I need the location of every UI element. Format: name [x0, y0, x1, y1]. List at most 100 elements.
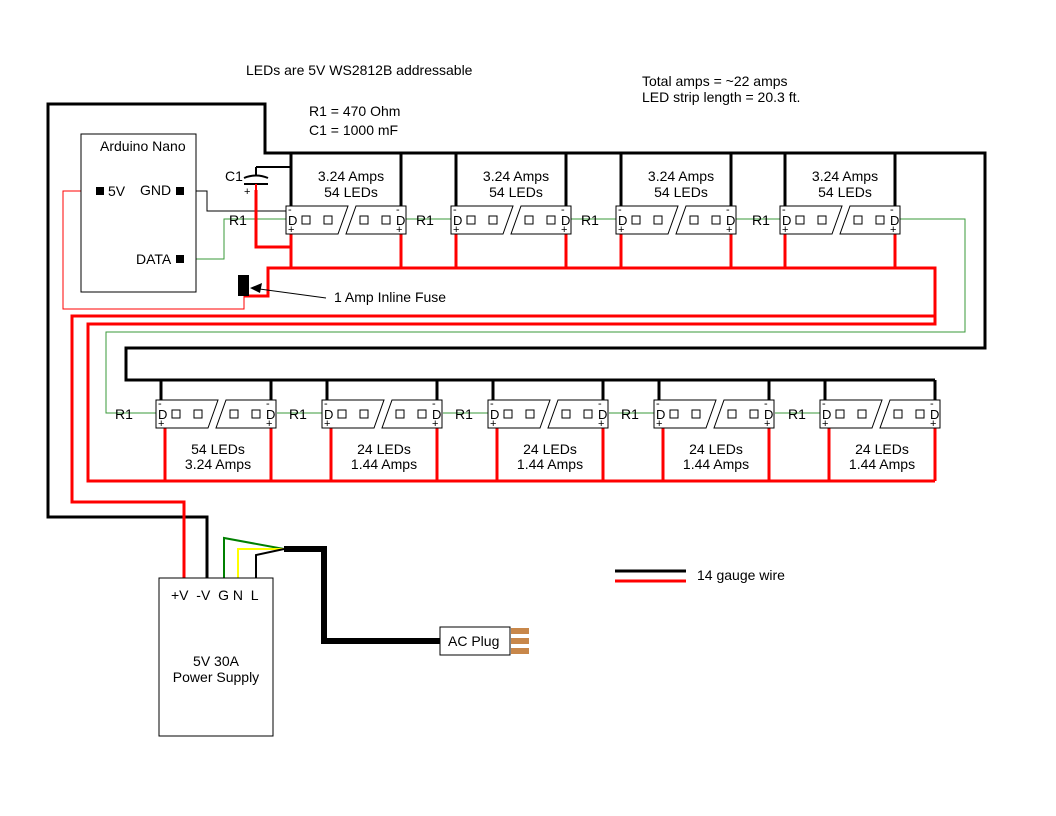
pin-data-label: D [890, 213, 899, 228]
pin-plus-label: + [726, 224, 732, 236]
led-chip [795, 215, 805, 225]
led-strip: -D+-D+ [450, 204, 572, 236]
psu-name: Power Supply [173, 669, 259, 685]
led-chip [466, 215, 476, 225]
pin-minus-label: - [396, 204, 400, 216]
plug-prong [511, 648, 529, 654]
strip-left-half [487, 399, 551, 429]
pin-data-label: D [822, 407, 831, 422]
segment-leds: 54 LEDs [818, 184, 872, 200]
led-chip [561, 409, 571, 419]
segment-leds: 24 LEDs [523, 441, 577, 457]
segment-leds: 54 LEDs [324, 184, 378, 200]
segment-amps: 1.44 Amps [517, 456, 583, 472]
pin-plus-label: + [288, 224, 294, 236]
capacitor-plus: + [244, 186, 250, 198]
pin-plus-label: + [890, 224, 896, 236]
pin-minus-label: - [490, 398, 494, 410]
pin-plus-label: + [266, 418, 272, 430]
power-supply: +V -V G N L 5V 30A Power Supply [158, 577, 274, 737]
led-chip [631, 215, 641, 225]
led-chip [853, 215, 863, 225]
led-chip [337, 409, 347, 419]
pin-minus-label: - [764, 398, 768, 410]
segment-leds: 24 LEDs [357, 441, 411, 457]
capacitor-label: C1 [225, 168, 243, 184]
strip-left-half [450, 205, 514, 235]
strip-left-half [285, 205, 349, 235]
led-chip [488, 215, 498, 225]
strip-right-half [675, 205, 737, 235]
pin-data-label: D [561, 213, 570, 228]
pin-data-label: D [764, 407, 773, 422]
pin-minus-label: - [890, 204, 894, 216]
led-chip [503, 409, 513, 419]
segment-amps: 3.24 Amps [483, 168, 549, 184]
pin-data-label: D [396, 213, 405, 228]
led-chip [915, 409, 925, 419]
led-chip [251, 409, 261, 419]
pin-plus-label: + [598, 418, 604, 430]
led-chip [893, 409, 903, 419]
led-chip [359, 409, 369, 419]
pin-plus-label: + [618, 224, 624, 236]
pin-data-label: D [656, 407, 665, 422]
led-strip: -D+-D+ [487, 398, 609, 430]
led-chip [817, 215, 827, 225]
strip-right-half [879, 399, 941, 429]
pin-minus-label: - [930, 398, 934, 410]
led-chip [229, 409, 239, 419]
led-chip [835, 409, 845, 419]
pin-plus-label: + [158, 418, 164, 430]
segment-leds: 24 LEDs [689, 441, 743, 457]
pin-data-label: D [288, 213, 297, 228]
segment-amps: 3.24 Amps [318, 168, 384, 184]
led-chip [689, 215, 699, 225]
segment-leds: 54 LEDs [489, 184, 543, 200]
pin-plus-label: + [396, 224, 402, 236]
total-amps-note: Total amps = ~22 amps [642, 73, 788, 89]
strip-left-half [615, 205, 679, 235]
led-chip [669, 409, 679, 419]
resistor-label: R1 [752, 212, 770, 228]
resistor-label: R1 [289, 406, 307, 422]
legend-label: 14 gauge wire [697, 567, 785, 583]
strip-right-half [839, 205, 901, 235]
segment-leds: 24 LEDs [855, 441, 909, 457]
leds-note: LEDs are 5V WS2812B addressable [246, 62, 473, 78]
strip-left-half [653, 399, 717, 429]
pin-plus-label: + [324, 418, 330, 430]
led-chip [301, 215, 311, 225]
pin-plus-label: + [561, 224, 567, 236]
ground-wires [46, 102, 987, 578]
resistor-label: R1 [621, 406, 639, 422]
pin-plus-label: + [764, 418, 770, 430]
pin-plus-label: + [930, 418, 936, 430]
pin-gnd-label: GND [140, 182, 171, 198]
c1-value-note: C1 = 1000 mF [309, 122, 398, 138]
mains-wires [223, 536, 440, 644]
pin-minus-label: - [822, 398, 826, 410]
pin-data-label: D [782, 213, 791, 228]
pin-data-label: D [490, 407, 499, 422]
pin-minus-label: - [158, 398, 162, 410]
segment-leds: 54 LEDs [191, 441, 245, 457]
strip-left-half [819, 399, 883, 429]
psu-terminal-labels: +V -V G N L [171, 587, 259, 603]
pin-5v-label: 5V [108, 183, 126, 199]
led-chip [323, 215, 333, 225]
segment-amps: 1.44 Amps [683, 456, 749, 472]
pin-plus-label: + [490, 418, 496, 430]
pin-gnd-pad [176, 187, 184, 195]
resistor-label: R1 [455, 406, 473, 422]
led-chip [525, 409, 535, 419]
pin-minus-label: - [324, 398, 328, 410]
power-wires [70, 190, 937, 578]
pin-data-label: D [618, 213, 627, 228]
